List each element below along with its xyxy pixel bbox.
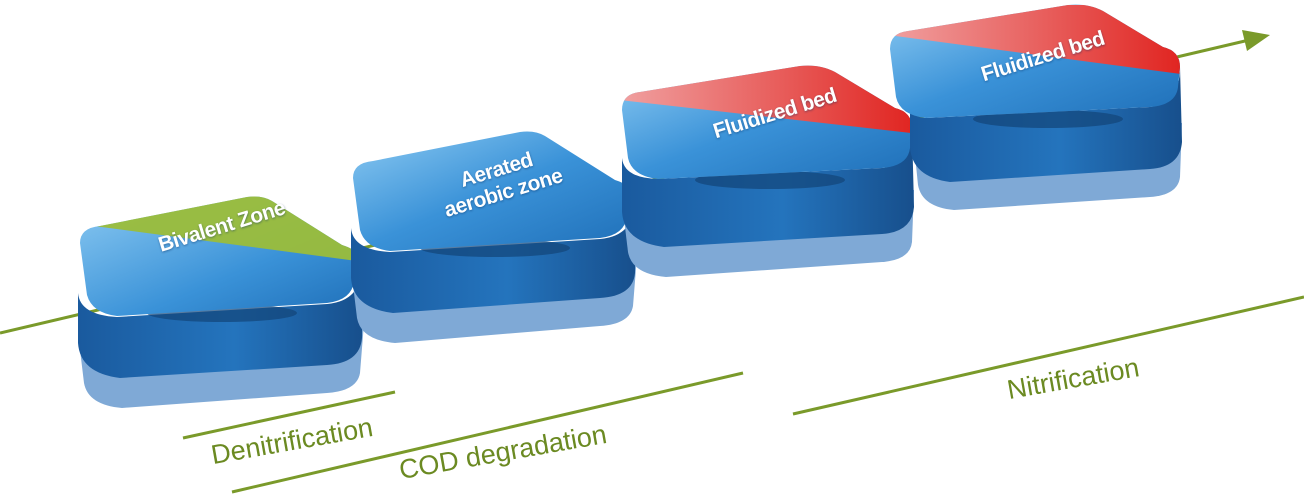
- module-body: [351, 178, 635, 313]
- denitrification-line: [182, 390, 396, 440]
- module-aerated-aerobic-zone: Aerated aerobic zone: [345, 128, 645, 358]
- module-shape: [890, 4, 1182, 210]
- module-accent: [890, 5, 1180, 75]
- module-shape: [351, 131, 637, 343]
- cod-degradation-line: [231, 371, 744, 494]
- module-body: [78, 243, 362, 378]
- arrow-head-icon: [1242, 30, 1270, 51]
- nitrification-line: [792, 295, 1304, 416]
- module-fluidized-bed-2: Fluidized bed: [888, 4, 1188, 235]
- module-fluidized-bed-1: Fluidized bed: [620, 62, 920, 292]
- module-shape: [622, 65, 914, 277]
- module-recess: [695, 171, 845, 189]
- module-recess: [973, 110, 1123, 128]
- module-shape: [78, 196, 364, 408]
- module-bivalent-zone: Bivalent Zone: [72, 183, 372, 413]
- module-top: [353, 131, 634, 251]
